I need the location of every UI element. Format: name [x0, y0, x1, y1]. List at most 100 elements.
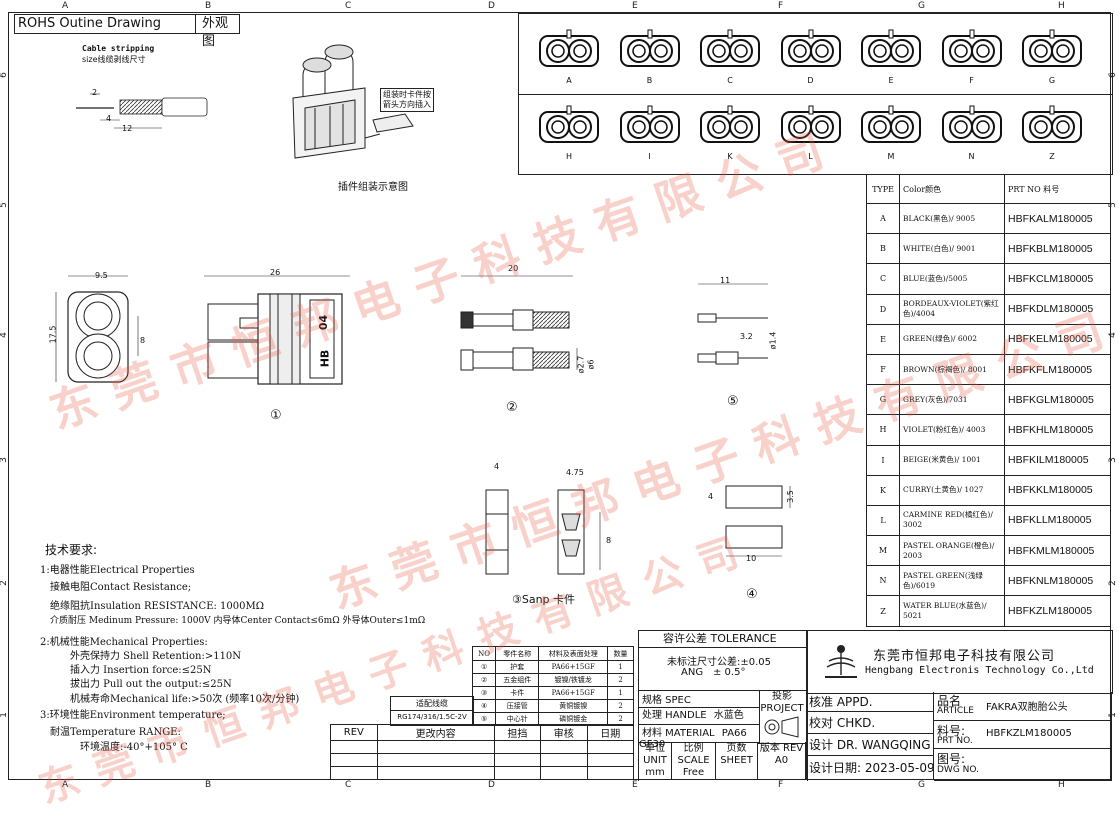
tech-heading: 技术要求:	[45, 543, 98, 557]
material-label: 材料 MATERIAL	[642, 728, 715, 739]
rev-header: 担挡	[493, 724, 542, 741]
connector-variant: Z	[1021, 105, 1087, 164]
zone-left-marker: 4	[0, 332, 9, 338]
color-type: G	[866, 384, 900, 416]
connector-face-icon	[1021, 29, 1087, 74]
connector-face-icon	[780, 29, 846, 74]
projection-symbol-icon	[764, 716, 799, 738]
color-name: CARMINE RED(橘红色)/ 3002	[899, 504, 1005, 537]
connector-variant: M	[860, 105, 926, 164]
cable-stripping-drawing	[76, 93, 208, 129]
tech-line: 绝缘阻抗Insulation RESISTANCE: 1000MΩ	[50, 601, 265, 612]
color-name: VIOLET(粉红色)/ 4003	[899, 414, 1005, 446]
article-block: 品名 ARTICLE FAKRA双胞胎公头 料号: PRT NO. HBFKZL…	[934, 692, 1112, 781]
connector-variant: G	[1021, 29, 1087, 88]
rev-header: 审核	[540, 724, 588, 741]
color-table-header: Color颜色	[899, 174, 1005, 204]
connector-variant: A	[538, 29, 604, 88]
color-name: BROWN(棕褐色)/ 8001	[899, 353, 1005, 386]
drawing-frame	[8, 12, 1111, 780]
rev-header: 更改内容	[376, 724, 495, 741]
color-type: A	[866, 202, 900, 235]
bom-cell-qty: 2	[607, 673, 634, 687]
zone-left-marker: 6	[0, 72, 9, 78]
title-box: ROHS Outine Drawing 外观图	[14, 14, 240, 49]
strip-dim-2: 2	[92, 88, 98, 97]
bom-cell-no: ④	[471, 699, 497, 713]
dwg-label: 图号:	[937, 752, 966, 766]
prt-label-en: PRT NO.	[937, 736, 973, 746]
connector-variant-label: Z	[1049, 152, 1055, 161]
color-type: K	[866, 474, 900, 506]
connector-variant-label: M	[887, 152, 895, 161]
prt-label: 料号:	[937, 724, 966, 738]
view2-dim-b: ø6	[586, 359, 596, 370]
zone-top-marker: B	[205, 1, 212, 11]
assembly-caption: 插件组装示意图	[338, 182, 408, 193]
unit-cell-unit: 单位 UNIT mm	[638, 742, 672, 780]
spec-label: 规格 SPEC	[642, 695, 691, 706]
connector-variant: H	[538, 105, 604, 164]
bom-cell-mat: 黄铜镀镍	[538, 699, 609, 713]
view5-dim-a: 3.2	[740, 332, 753, 341]
company-name-en: Hengbang Electronis Technology Co.,Ltd	[865, 665, 1094, 676]
view3-dim-c: 8	[606, 536, 612, 545]
zone-left-marker: 1	[0, 712, 9, 718]
color-type: F	[866, 353, 900, 386]
zone-bottom-marker: G	[918, 780, 925, 790]
spec-row: 规格 SPEC	[638, 690, 760, 708]
connector-variant-label: D	[807, 76, 814, 85]
prt-value: HBFKZLM180005	[986, 728, 1072, 739]
color-name: BORDEAUX-VIOLET(紫红色)/4004	[899, 293, 1005, 325]
assembly-note-line1: 组装时卡件按	[383, 90, 431, 99]
sign-design: 设计 DR. WANGQING	[806, 734, 934, 756]
tech-line: 介质耐压 Medinum Pressure: 1000V 内导体Center C…	[50, 616, 426, 626]
rev-cell	[330, 740, 378, 754]
connector-variant: L	[780, 105, 846, 164]
view1-front	[55, 275, 139, 383]
connector-variant-label: H	[565, 152, 572, 161]
connector-variant: K	[699, 105, 765, 164]
connector-variant: C	[699, 29, 765, 88]
unit-cell-sheet: 页数 SHEET	[716, 742, 758, 780]
connector-variant-label: K	[727, 152, 733, 161]
cable-header: 适配线缆	[391, 697, 473, 711]
rev-row	[330, 753, 635, 767]
color-type: D	[866, 293, 900, 325]
zone-bottom-marker: F	[778, 780, 784, 790]
view2-contacts	[460, 275, 578, 371]
connector-face-icon	[619, 29, 685, 74]
zone-left-marker: 5	[0, 202, 9, 208]
view1-marking-hb: HB	[318, 349, 332, 368]
tech-line: 3:环境性能Environment temperature;	[40, 710, 226, 721]
color-prt-no: HBFKCLM180005	[1004, 263, 1111, 295]
tolerance-line1: 未标注尺寸公差:±0.05	[667, 657, 772, 668]
connector-face-icon	[538, 105, 604, 150]
rev-cell	[586, 753, 635, 767]
connector-face-icon	[860, 105, 926, 150]
projection-label: 投影 PROJECT	[760, 691, 804, 714]
rev-cell	[493, 753, 542, 767]
view1-side	[204, 275, 350, 385]
view1-marking-04: 04	[317, 314, 331, 331]
connector-variant: F	[941, 29, 1007, 88]
handle-row: 处理 HANDLE 水蓝色	[638, 706, 760, 725]
sign-date: 设计日期: 2023-05-09	[806, 756, 934, 780]
zone-bottom-marker: E	[632, 780, 638, 790]
connector-face-icon	[538, 29, 604, 74]
rev-header: REV	[330, 724, 378, 741]
bom-cell-qty: 2	[607, 712, 634, 726]
tech-line: 拔出力 Pull out the output:≤25N	[70, 679, 232, 690]
connector-face-icon	[1021, 105, 1087, 150]
view3-snap	[485, 489, 601, 575]
bom-header: 材料及表面处理	[538, 646, 609, 661]
view2-dim-a: ø2.7	[576, 355, 586, 374]
